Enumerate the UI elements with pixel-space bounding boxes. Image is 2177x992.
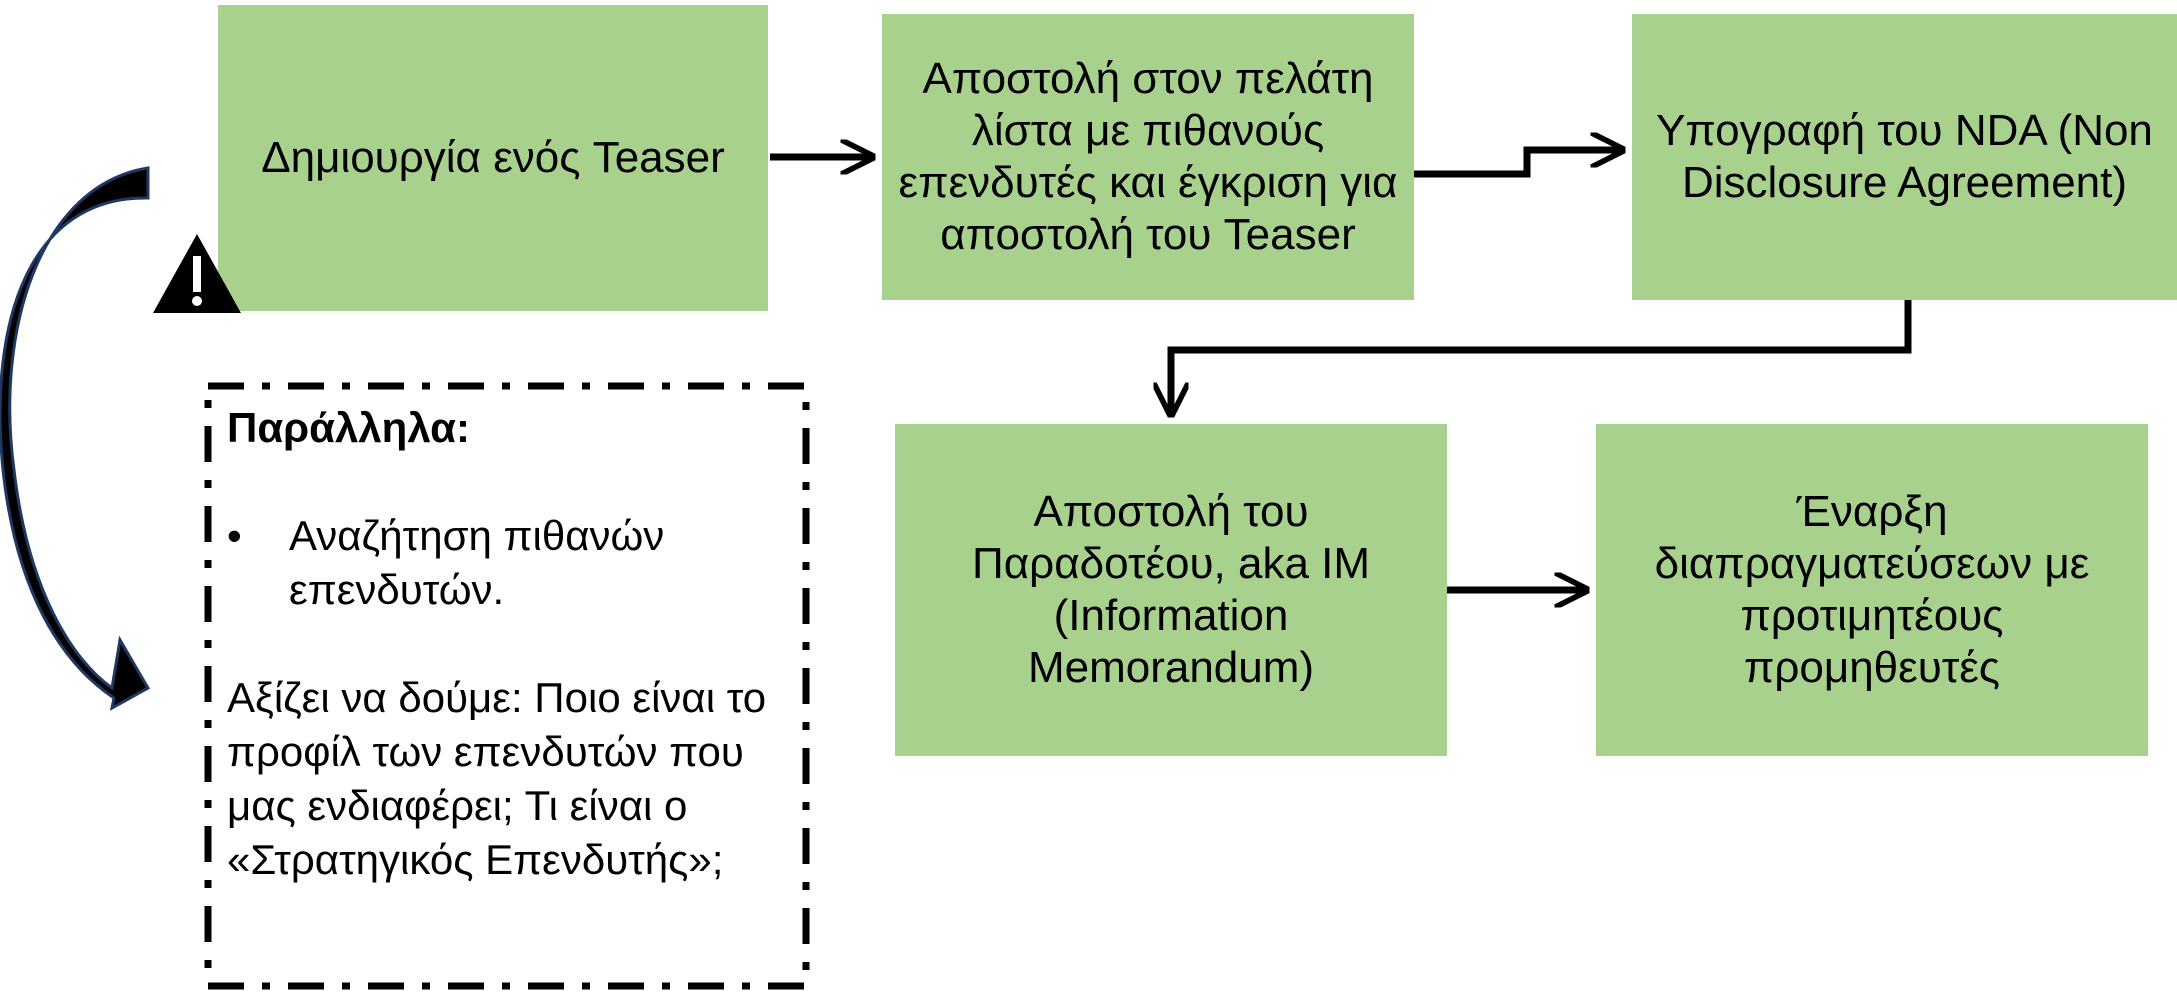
step-nda-label: Υπογραφή του NDA (Non Disclosure Agreeme… <box>1656 106 2153 207</box>
bullet-dot: • <box>227 512 242 559</box>
parallel-tasks-box: Παράλληλα: • Αναζήτηση πιθανών επενδυτών… <box>205 383 809 987</box>
step-teaser: Δημιουργία ενός Teaser <box>218 5 768 311</box>
warning-icon <box>153 234 241 313</box>
step-negotiation-label: Έναρξη διαπραγματεύσεων με προτιμητέους … <box>1654 487 2090 692</box>
arrow-list-to-nda <box>1414 150 1622 178</box>
step-im-label: Αποστολή του Παραδοτέου, aka IM (Informa… <box>971 487 1371 692</box>
step-negotiation: Έναρξη διαπραγματεύσεων με προτιμητέους … <box>1596 424 2148 756</box>
step-send-list: Αποστολή στον πελάτη λίστα με πιθανούς ε… <box>882 14 1414 300</box>
curved-arrow-icon <box>0 166 151 711</box>
parallel-bullet-text: Αναζήτηση πιθανών επενδυτών. <box>289 512 665 613</box>
step-teaser-label: Δημιουργία ενός Teaser <box>261 133 725 182</box>
step-im: Αποστολή του Παραδοτέου, aka IM (Informa… <box>895 424 1447 756</box>
parallel-bullet-item: • Αναζήτηση πιθανών επενδυτών. <box>227 509 793 617</box>
parallel-question: Αξίζει να δούμε: Ποιο είναι το προφίλ τω… <box>227 674 767 883</box>
arrow-nda-to-im <box>1171 300 1912 414</box>
parallel-box-border <box>204 382 810 990</box>
step-send-list-label: Αποστολή στον πελάτη λίστα με πιθανούς ε… <box>898 54 1398 259</box>
parallel-heading: Παράλληλα: <box>227 404 470 451</box>
step-nda: Υπογραφή του NDA (Non Disclosure Agreeme… <box>1632 14 2177 300</box>
